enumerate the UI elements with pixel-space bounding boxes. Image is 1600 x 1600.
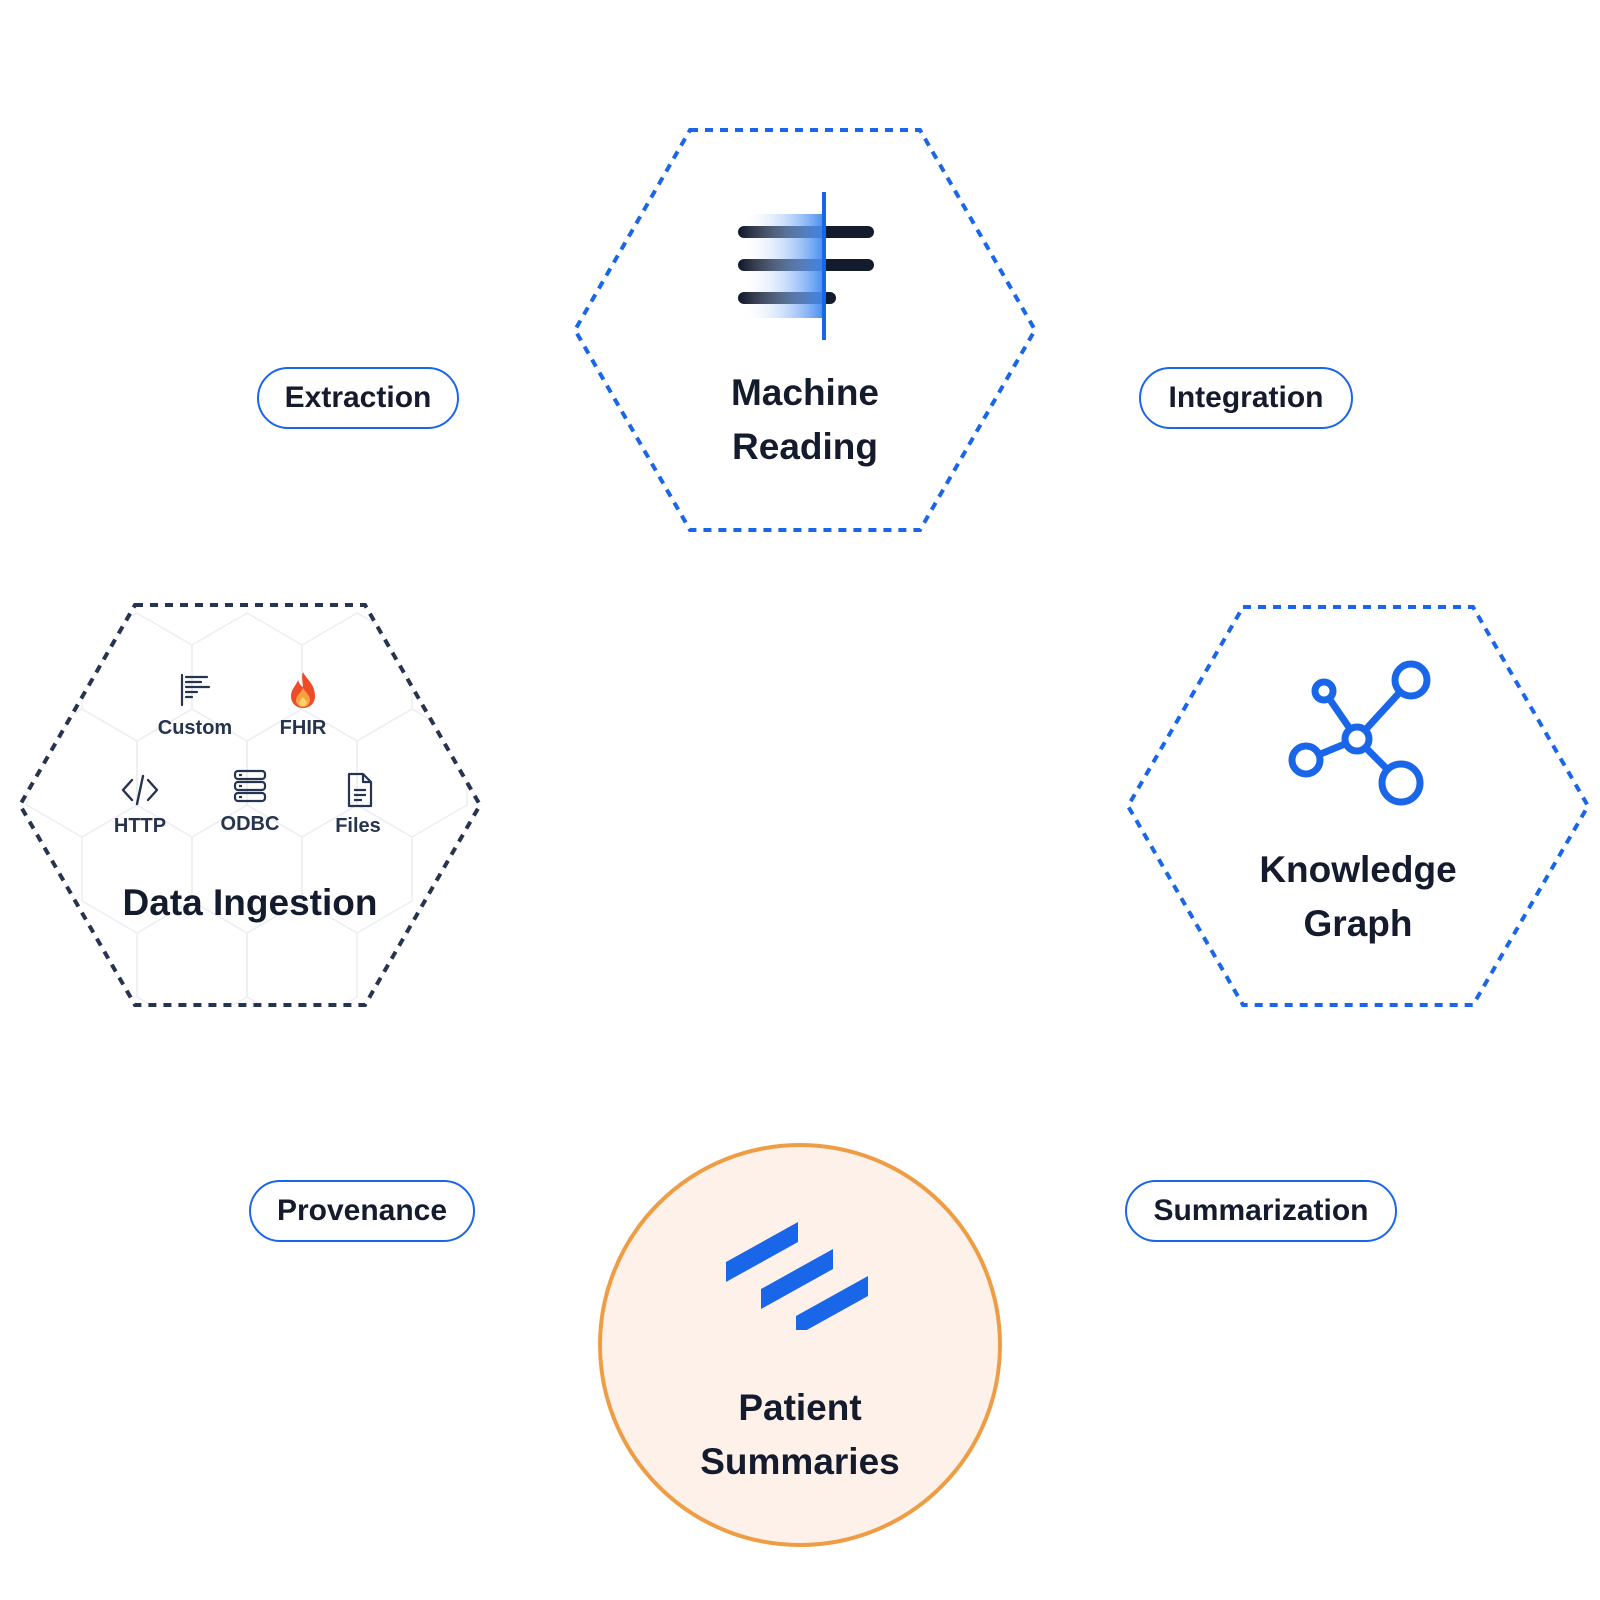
machine-reading-icon bbox=[738, 192, 874, 340]
edge-provenance: Provenance bbox=[249, 1180, 475, 1242]
machine-reading-title-line2: Reading bbox=[732, 426, 878, 467]
source-label-http: HTTP bbox=[113, 815, 167, 837]
edge-integration: Integration bbox=[1139, 367, 1353, 429]
source-label-custom: Custom bbox=[157, 717, 233, 739]
custom-format-icon bbox=[180, 673, 211, 707]
edge-extraction: Extraction bbox=[257, 367, 459, 429]
file-icon bbox=[347, 772, 373, 808]
code-icon bbox=[121, 774, 159, 806]
data-ingestion-hexagon bbox=[17, 603, 483, 1007]
ingestion-mask bbox=[0, 560, 520, 1040]
data-ingestion-title: Data Ingestion bbox=[122, 882, 378, 923]
patient-summaries-title: Patient Summaries bbox=[650, 1381, 950, 1489]
edge-summarization: Summarization bbox=[1125, 1180, 1397, 1242]
database-icon bbox=[233, 769, 267, 803]
machine-reading-hexagon bbox=[572, 128, 1038, 532]
patient-summaries-title-line2: Summaries bbox=[700, 1441, 900, 1482]
knowledge-graph-icon bbox=[1288, 660, 1431, 806]
knowledge-graph-title-line1: Knowledge bbox=[1259, 849, 1457, 890]
knowledge-graph-title-line2: Graph bbox=[1303, 903, 1413, 944]
source-label-files: Files bbox=[335, 815, 381, 837]
machine-reading-title: Machine Reading bbox=[655, 366, 955, 474]
knowledge-graph-title: Knowledge Graph bbox=[1208, 843, 1508, 951]
source-label-fhir: FHIR bbox=[279, 717, 327, 739]
knowledge-graph-hexagon bbox=[1125, 605, 1591, 1007]
source-label-odbc: ODBC bbox=[220, 813, 280, 835]
patient-summaries-icon bbox=[726, 1222, 868, 1330]
fhir-flame-icon bbox=[291, 672, 315, 708]
patient-summaries-circle bbox=[598, 1143, 1002, 1547]
patient-summaries-title-line1: Patient bbox=[738, 1387, 862, 1428]
machine-reading-title-line1: Machine bbox=[730, 372, 880, 413]
